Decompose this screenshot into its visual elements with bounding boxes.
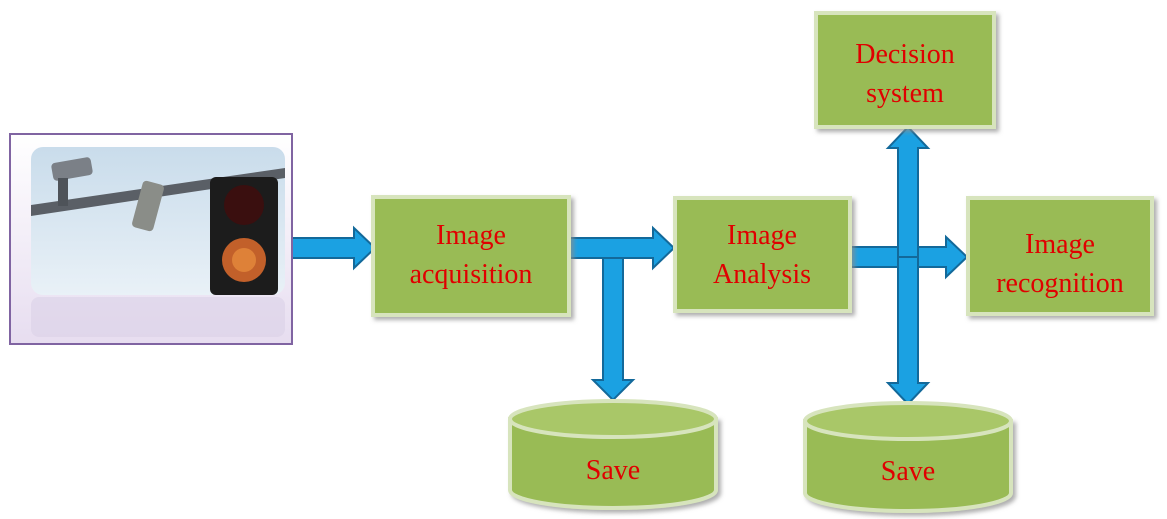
analysis-label-line2: Analysis — [713, 259, 811, 290]
storage-save-right: Save — [803, 401, 1013, 513]
save-left-label: Save — [586, 455, 640, 486]
arrow-acquisition-to-analysis — [567, 225, 676, 271]
arrow-to-save-right — [885, 256, 931, 406]
speed-camera-icon — [132, 180, 164, 232]
node-image-acquisition: Image acquisition — [371, 195, 571, 317]
node-image-recognition: Image recognition — [966, 196, 1154, 316]
acquisition-label-line2: acquisition — [410, 259, 533, 290]
arrow-acquisition-to-save — [590, 257, 636, 402]
node-image-analysis: Image Analysis — [673, 196, 852, 313]
analysis-label-line1: Image — [727, 220, 797, 251]
node-decision-system: Decision system — [814, 11, 996, 129]
acquisition-label-line1: Image — [436, 220, 506, 251]
storage-save-left: Save — [508, 399, 718, 510]
recognition-label-line1: Image — [1025, 229, 1095, 260]
decision-label-line2: system — [866, 78, 944, 109]
arrow-photo-to-acquisition — [288, 225, 377, 271]
decision-label-line1: Decision — [855, 39, 955, 70]
arrow-to-decision — [885, 125, 931, 258]
recognition-label-line2: recognition — [996, 268, 1124, 299]
save-right-label: Save — [881, 456, 935, 487]
traffic-camera-photo — [9, 133, 293, 345]
security-camera-icon — [51, 157, 93, 206]
traffic-light-icon — [210, 177, 278, 295]
